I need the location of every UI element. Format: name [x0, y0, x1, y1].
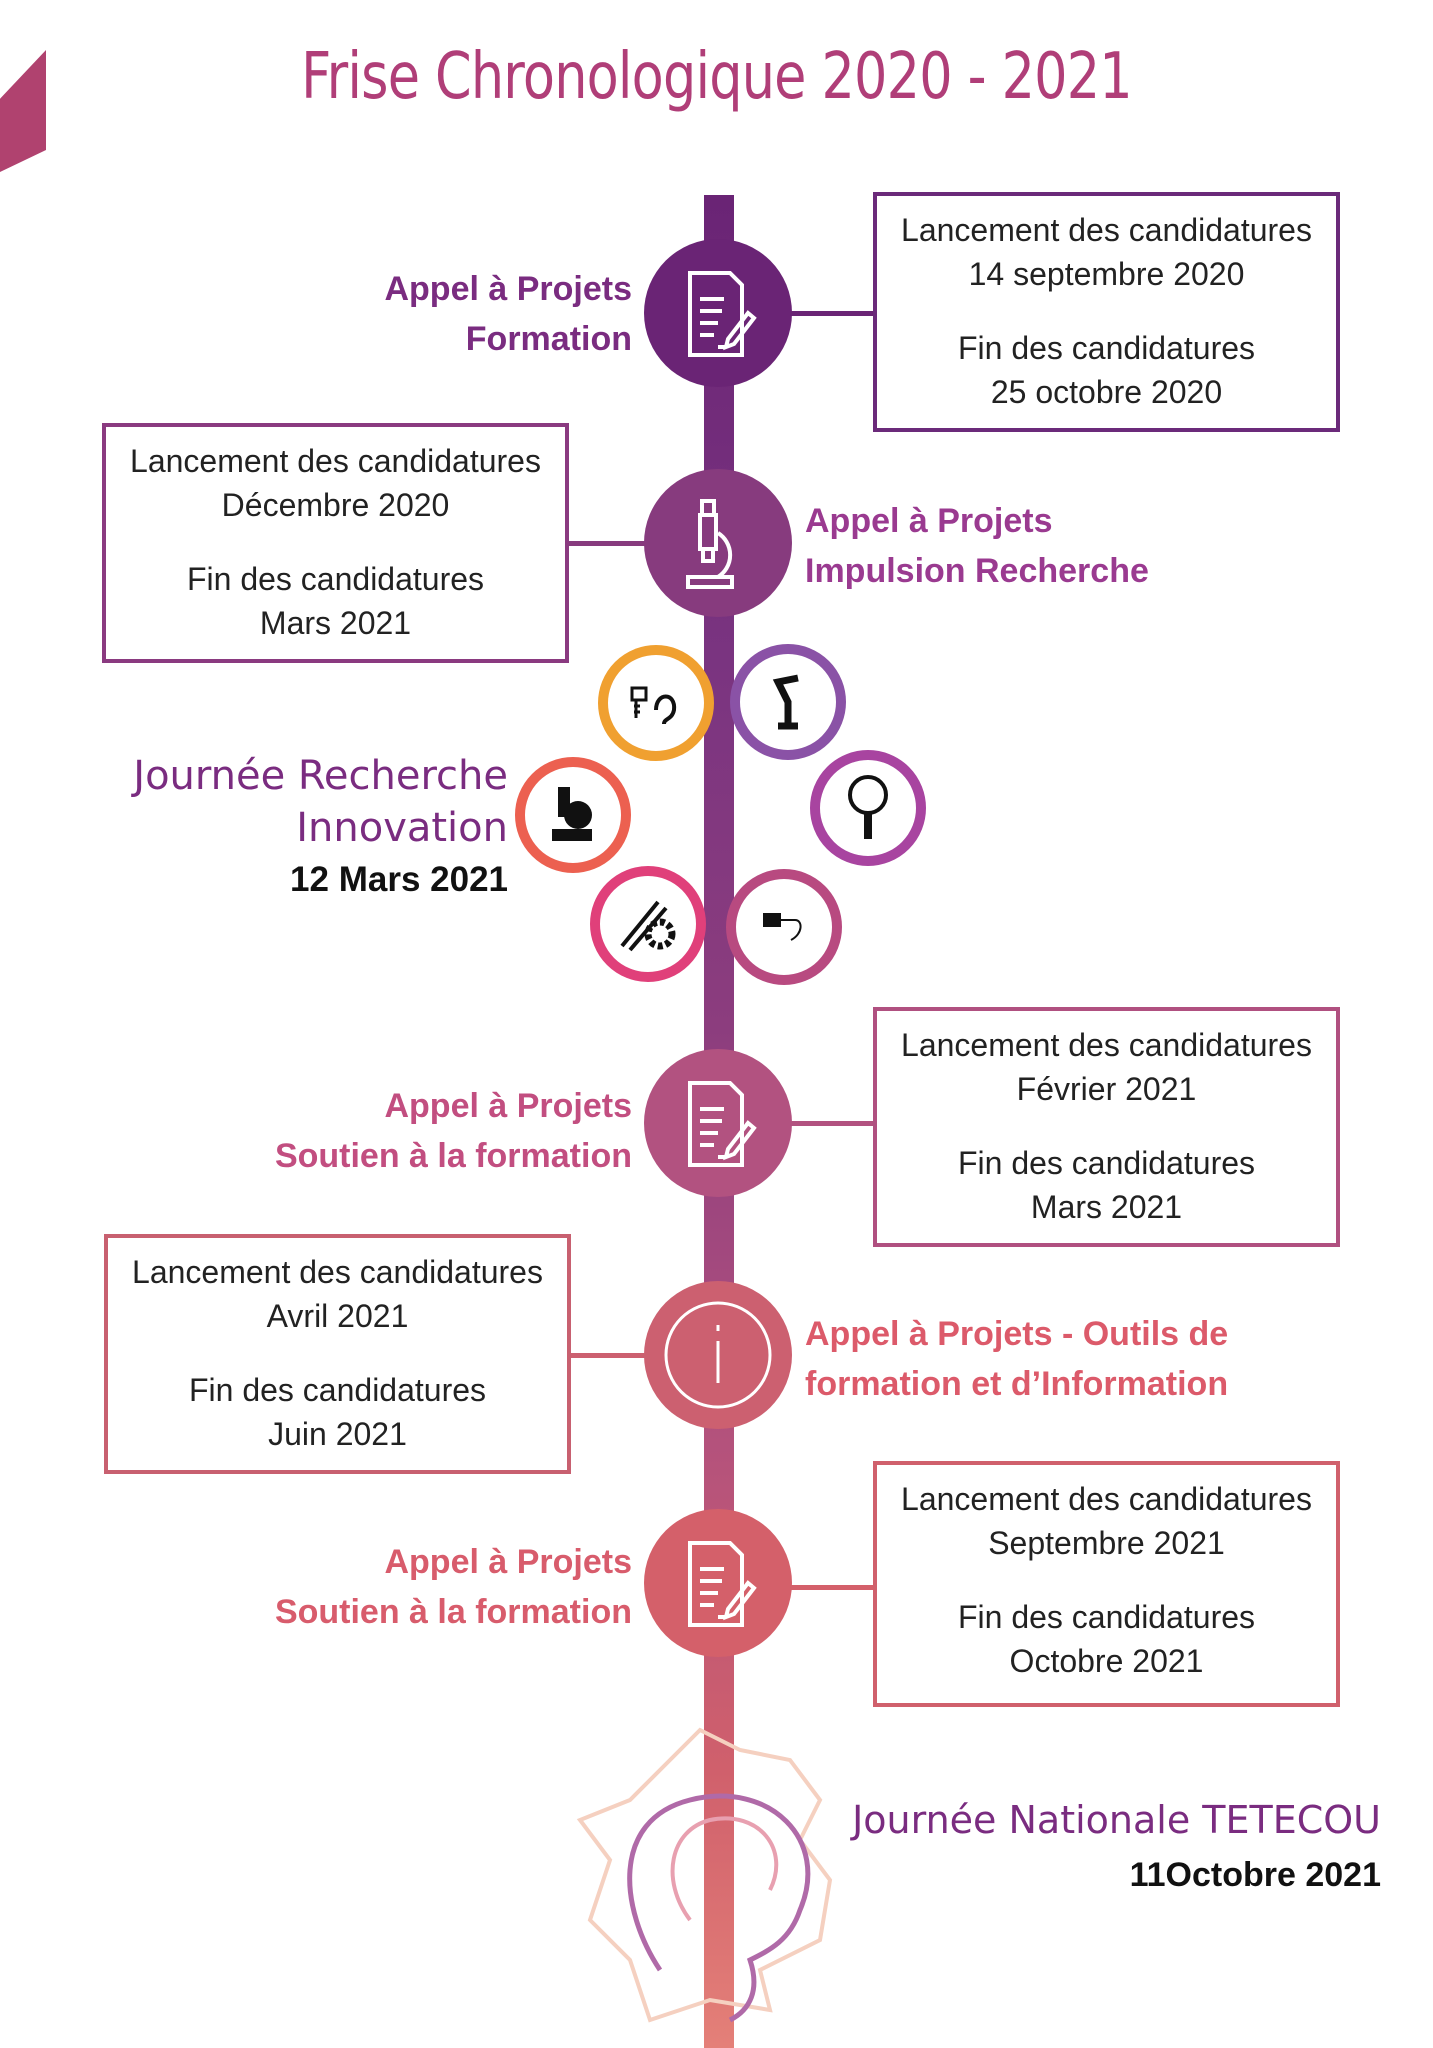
event-label-line1: Appel à Projets [805, 502, 1053, 540]
magnifier-icon [810, 750, 926, 866]
event-label: Appel à Projets Soutien à la formation [150, 1081, 632, 1181]
end-label: Fin des candidatures [957, 1599, 1256, 1635]
start-date: Septembre 2021 [988, 1525, 1225, 1561]
event-label-line2: formation et d’Information [805, 1365, 1229, 1403]
event-label: Appel à Projets Impulsion Recherche [805, 496, 1305, 596]
event-label-line2: Soutien à la formation [274, 1593, 632, 1631]
event-label-line1: Appel à Projets - Outils de [805, 1315, 1229, 1353]
corner-decoration [0, 50, 46, 172]
event-label-line2: Impulsion Recherche [805, 552, 1149, 590]
connector [790, 1585, 875, 1590]
microscope-icon [515, 757, 631, 873]
event-label-line1: Appel à Projets [384, 1543, 632, 1581]
event-dates-box: Lancement des candidatures Décembre 2020… [102, 423, 569, 663]
connector [566, 541, 650, 546]
page-title: Frise Chronologique 2020 - 2021 [301, 40, 1133, 114]
connector [790, 1121, 875, 1126]
connector [570, 1353, 650, 1358]
end-date: Juin 2021 [268, 1416, 407, 1452]
event-label: Appel à Projets Formation [200, 264, 632, 364]
robot-arm-icon [730, 644, 846, 760]
end-label: Fin des candidatures [957, 1145, 1256, 1181]
event-label-line2: Formation [465, 320, 632, 358]
end-date: Octobre 2021 [1009, 1643, 1204, 1679]
research-day-line2: Innovation [296, 805, 508, 851]
event-dates-box: Lancement des candidatures Avril 2021 Fi… [104, 1234, 571, 1474]
microscope-icon [644, 469, 792, 617]
end-label: Fin des candidatures [188, 1372, 487, 1408]
connector [790, 311, 875, 316]
research-day-date: 12 Mars 2021 [290, 860, 508, 899]
start-date: Février 2021 [1016, 1071, 1197, 1107]
end-label: Fin des candidatures [186, 561, 485, 597]
event-label: Appel à Projets Soutien à la formation [150, 1537, 632, 1637]
national-day-title: Journée Nationale TETECOU [852, 1798, 1381, 1842]
dental-hearing-icon [598, 645, 714, 761]
event-dates-box: Lancement des candidatures Février 2021 … [873, 1007, 1340, 1247]
start-label: Lancement des candidatures [130, 443, 541, 479]
document-pen-icon [644, 1049, 792, 1197]
dna-gear-icon [590, 866, 706, 982]
national-day-date: 11Octobre 2021 [1129, 1856, 1381, 1894]
end-date: Mars 2021 [1030, 1189, 1183, 1225]
start-label: Lancement des candidatures [901, 212, 1312, 248]
event-label-line1: Appel à Projets [384, 1087, 632, 1125]
event-label: Appel à Projets - Outils de formation et… [805, 1309, 1405, 1409]
start-label: Lancement des candidatures [901, 1027, 1312, 1063]
research-day-label: Journée Recherche Innovation 12 Mars 202… [100, 750, 508, 906]
start-date: Décembre 2020 [221, 487, 450, 523]
research-day-line1: Journée Recherche [133, 753, 508, 799]
info-icon [644, 1281, 792, 1429]
start-date: Avril 2021 [266, 1298, 409, 1334]
france-head-illustration [576, 1727, 833, 2023]
event-label-line2: Soutien à la formation [274, 1137, 632, 1175]
document-pen-icon [644, 1509, 792, 1657]
end-label: Fin des candidatures [957, 330, 1256, 366]
event-dates-box: Lancement des candidatures 14 septembre … [873, 192, 1340, 432]
document-pen-icon [644, 239, 792, 387]
event-label-line1: Appel à Projets [384, 270, 632, 308]
end-date: 25 octobre 2020 [990, 374, 1223, 410]
endoscope-icon [726, 869, 842, 985]
event-dates-box: Lancement des candidatures Septembre 202… [873, 1461, 1340, 1707]
start-label: Lancement des candidatures [132, 1254, 543, 1290]
start-date: 14 septembre 2020 [968, 256, 1245, 292]
start-label: Lancement des candidatures [901, 1481, 1312, 1517]
end-date: Mars 2021 [259, 605, 412, 641]
